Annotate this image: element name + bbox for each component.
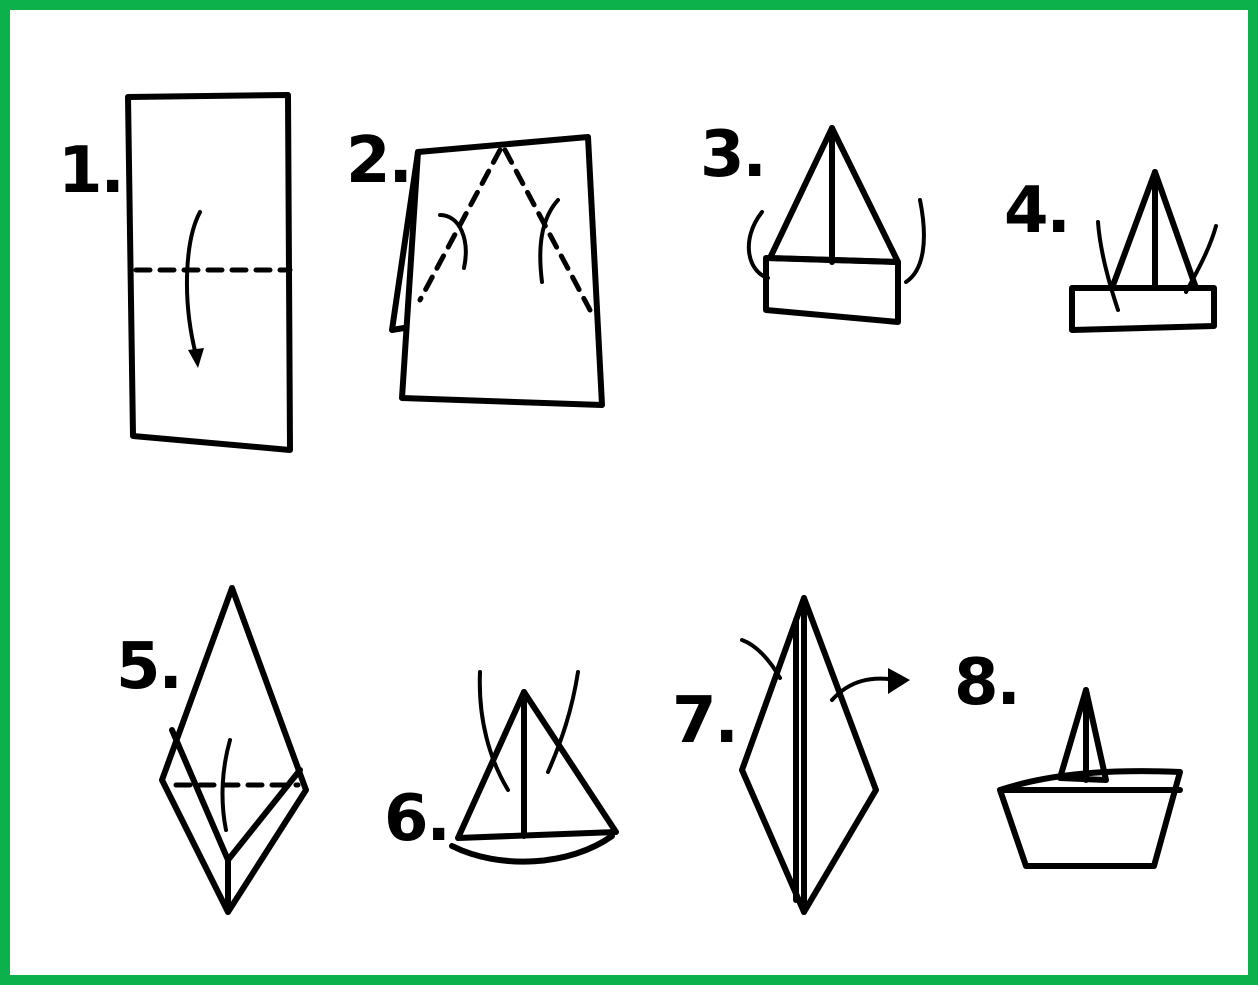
step-6-label: 6. bbox=[384, 782, 449, 856]
step-7-label: 7. bbox=[672, 684, 737, 758]
step-2: 2. bbox=[346, 124, 602, 405]
step-3-right-fold-arrow bbox=[906, 200, 924, 282]
step-2-label: 2. bbox=[346, 124, 411, 198]
step-1-arrow-head-icon bbox=[188, 348, 204, 368]
step-3-label: 3. bbox=[700, 118, 765, 192]
step-2-folded-paper bbox=[402, 137, 602, 405]
step-1: 1. bbox=[58, 95, 290, 450]
step-1-label: 1. bbox=[58, 134, 123, 208]
step-3-brim-strip bbox=[766, 258, 898, 322]
step-4-right-fold-arrow bbox=[1186, 226, 1216, 292]
step-8: 8. bbox=[954, 646, 1180, 866]
step-6-right-fold-arrow bbox=[548, 672, 578, 772]
step-7-arrow-head-icon bbox=[888, 668, 910, 694]
step-4-brim-strip bbox=[1072, 288, 1214, 330]
step-2-right-fold-line bbox=[505, 150, 590, 310]
step-5: 5. bbox=[116, 588, 306, 912]
step-3: 3. bbox=[700, 118, 924, 322]
step-8-label: 8. bbox=[954, 646, 1019, 720]
step-7-diamond bbox=[742, 598, 876, 912]
step-1-fold-arrow bbox=[187, 212, 200, 355]
step-4-left-fold-arrow bbox=[1098, 222, 1118, 310]
step-5-label: 5. bbox=[116, 630, 181, 704]
step-6: 6. bbox=[384, 672, 616, 862]
step-7: 7. bbox=[672, 598, 910, 912]
step-4-label: 4. bbox=[1004, 174, 1069, 248]
step-4: 4. bbox=[1004, 172, 1216, 330]
step-8-hull bbox=[1000, 771, 1180, 866]
step-7-left-pull-arrow bbox=[742, 640, 780, 678]
